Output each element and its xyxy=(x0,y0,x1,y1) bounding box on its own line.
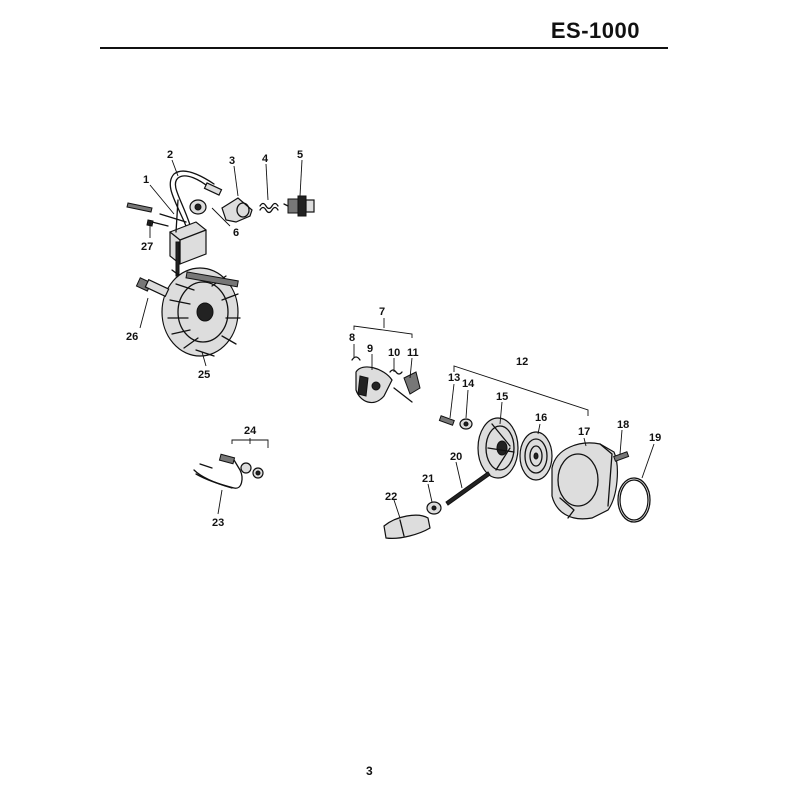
callout-9: 9 xyxy=(367,343,373,355)
callout-23: 23 xyxy=(212,517,224,529)
callout-22: 22 xyxy=(385,491,397,503)
callout-13: 13 xyxy=(448,372,460,384)
ground-lead-assembly xyxy=(193,439,269,489)
callout-19: 19 xyxy=(649,432,661,444)
callout-20: 20 xyxy=(450,451,462,463)
callout-3: 3 xyxy=(229,155,235,167)
callout-21: 21 xyxy=(422,473,434,485)
callout-11: 11 xyxy=(407,347,419,359)
clutch-assembly xyxy=(351,325,421,404)
callout-24: 24 xyxy=(244,425,257,437)
flywheel xyxy=(161,267,241,357)
callout-1: 1 xyxy=(143,174,149,186)
leader-lines xyxy=(139,159,655,519)
cap-spring xyxy=(259,202,279,214)
callout-16: 16 xyxy=(535,412,547,424)
callout-12: 12 xyxy=(516,356,528,368)
callout-5: 5 xyxy=(297,149,303,161)
spark-plug xyxy=(283,195,315,217)
spark-plug-cap xyxy=(221,197,253,223)
callout-8: 8 xyxy=(349,332,355,344)
callout-26: 26 xyxy=(126,331,138,343)
callout-2: 2 xyxy=(167,149,173,161)
callout-6: 6 xyxy=(233,227,239,239)
callout-25: 25 xyxy=(198,369,210,381)
callout-14: 14 xyxy=(462,378,475,390)
recoil-starter-assembly xyxy=(383,365,651,539)
callout-17: 17 xyxy=(578,426,590,438)
callout-7: 7 xyxy=(379,306,385,318)
callout-10: 10 xyxy=(388,347,400,359)
callout-27: 27 xyxy=(141,241,153,253)
flywheel-bolt xyxy=(135,277,170,298)
callout-4: 4 xyxy=(262,153,269,165)
header-rule xyxy=(100,47,668,49)
callout-18: 18 xyxy=(617,419,629,431)
page-number: 3 xyxy=(366,764,373,778)
ignition-coil-assembly xyxy=(126,170,223,277)
callout-labels: 1 2 3 4 5 6 7 8 9 10 11 12 13 14 15 16 1… xyxy=(126,149,661,529)
model-title: ES-1000 xyxy=(550,18,640,43)
callout-15: 15 xyxy=(496,391,508,403)
